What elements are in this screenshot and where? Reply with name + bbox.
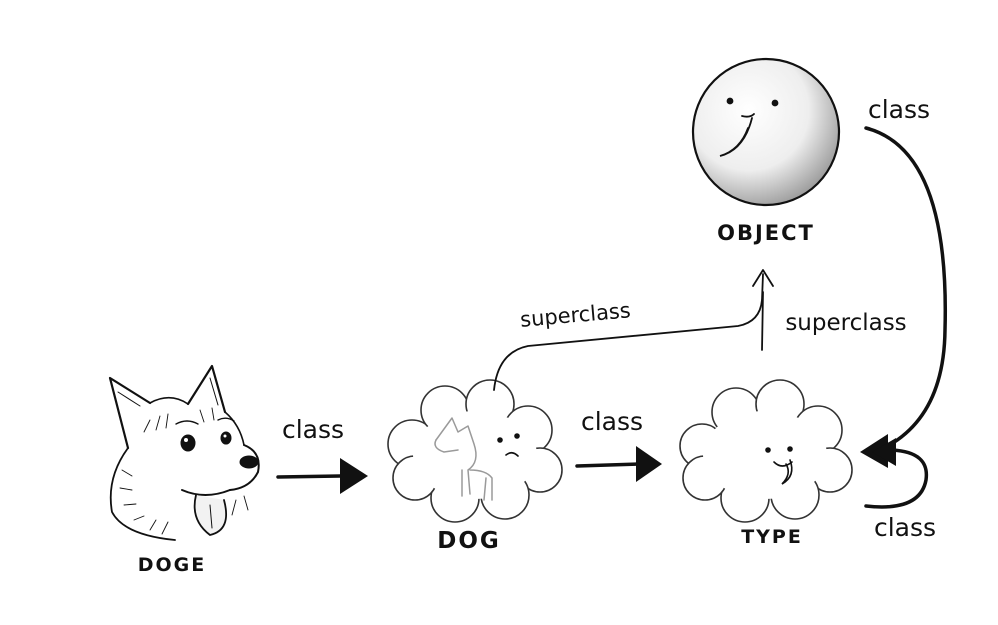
arrow-line bbox=[864, 448, 929, 509]
edge-type-to-type: class bbox=[864, 438, 936, 542]
cloud-icon bbox=[387, 379, 563, 523]
small-dog-icon bbox=[434, 417, 493, 501]
edge-doge-to-dog: class bbox=[276, 415, 368, 494]
edge-object-to-type: class bbox=[860, 95, 948, 468]
type-node: TYPE bbox=[679, 379, 853, 548]
arrow-line bbox=[276, 474, 342, 479]
arrowhead-icon bbox=[636, 446, 662, 482]
edge-label: class bbox=[868, 95, 930, 124]
dog-label: DOG bbox=[437, 528, 501, 554]
arrowhead-icon bbox=[752, 269, 774, 287]
sphere-icon bbox=[691, 57, 841, 207]
edge-label: class bbox=[874, 513, 936, 542]
edge-dog-to-type: class bbox=[575, 407, 662, 482]
cloud-face-icon bbox=[497, 433, 520, 457]
arrow-line bbox=[864, 126, 948, 452]
type-label: TYPE bbox=[741, 526, 803, 548]
doge-label: DOGE bbox=[138, 554, 207, 576]
dog-node: DOG bbox=[387, 379, 563, 554]
cloud-face-icon bbox=[765, 446, 793, 485]
arrow-line bbox=[761, 291, 764, 351]
sphere-face-icon bbox=[719, 97, 779, 157]
arrowhead-icon bbox=[340, 458, 368, 494]
arrow-line bbox=[575, 462, 640, 468]
arrowhead-icon bbox=[872, 438, 896, 466]
doge-node: DOGE bbox=[108, 364, 260, 576]
object-label: OBJECT bbox=[717, 221, 815, 245]
edge-label: superclass bbox=[519, 298, 631, 332]
edge-type-to-object: superclass bbox=[761, 291, 907, 351]
edge-label: class bbox=[282, 415, 344, 444]
arrow-line bbox=[493, 273, 764, 391]
edge-label: class bbox=[581, 407, 643, 436]
edge-label: superclass bbox=[785, 310, 906, 336]
object-node: OBJECT bbox=[691, 57, 841, 245]
edge-dog-to-object: superclass bbox=[493, 269, 774, 391]
shiba-dog-icon bbox=[108, 364, 260, 541]
